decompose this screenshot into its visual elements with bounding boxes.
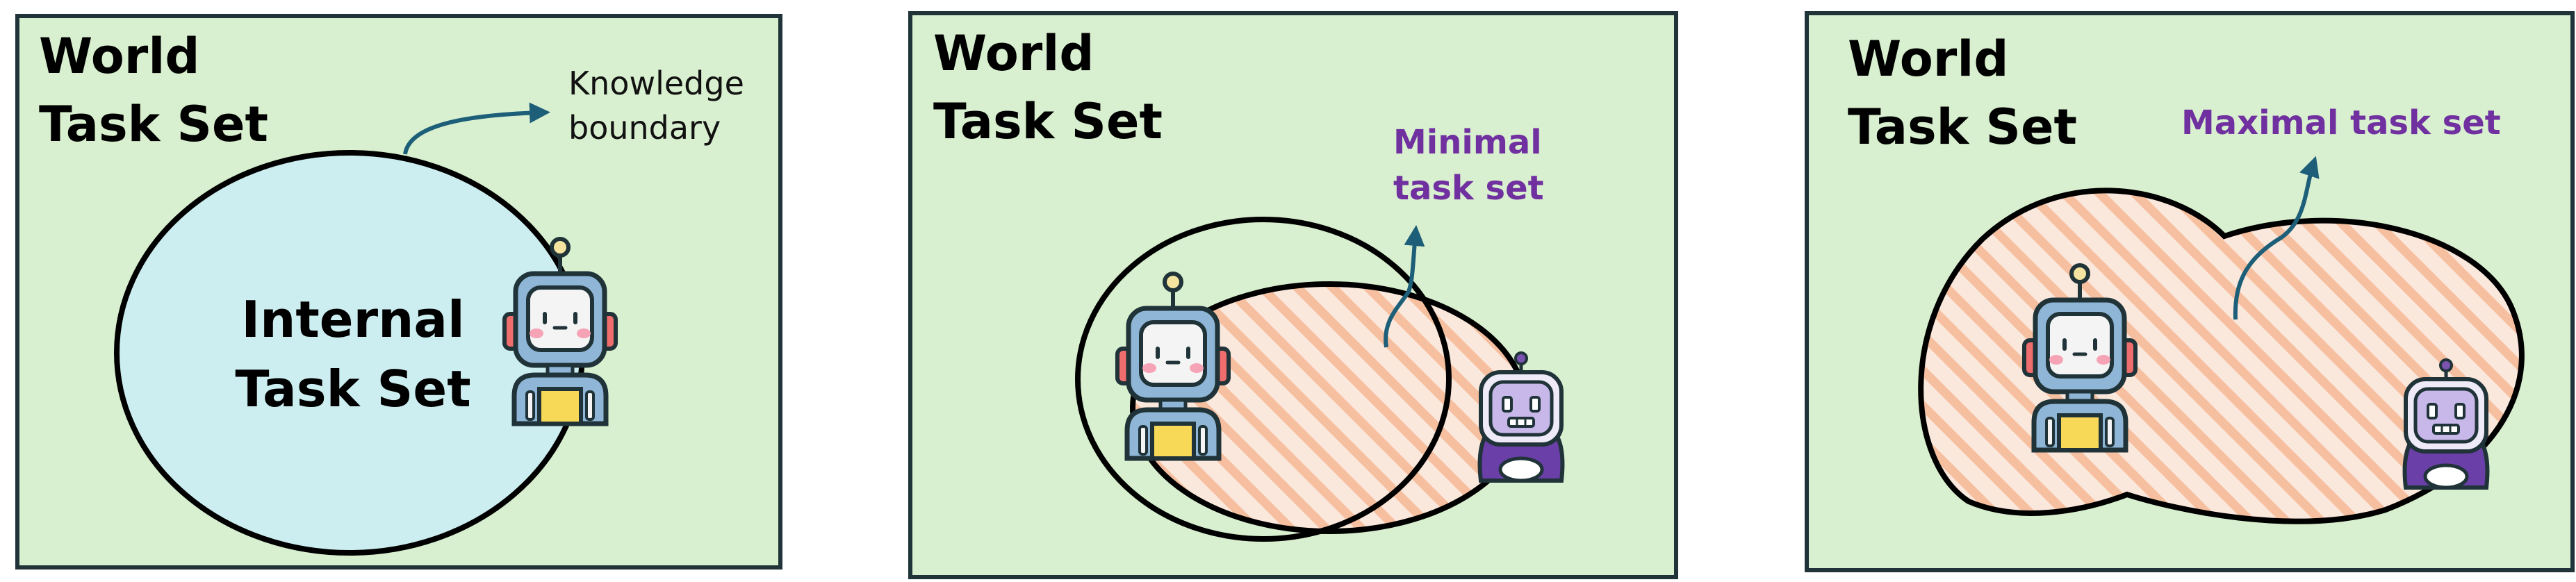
internal-task-set-ellipse [1075, 217, 1452, 542]
purple-robot-icon [1480, 353, 1563, 481]
robot-icon [1117, 274, 1229, 458]
knowledge-boundary-label: Knowledge boundary [568, 65, 744, 147]
world-task-set-panel-3: World Task Set Maximal task set [1805, 11, 2575, 572]
world-task-set-panel-2: World Task Set Minimal task set [908, 11, 1678, 579]
internal-task-set-label: Internal Task Set [235, 290, 471, 418]
world-task-set-title: World Task Set [933, 25, 1163, 150]
minimal-task-set-arrow [1384, 225, 1425, 348]
world-task-set-title: World Task Set [39, 28, 268, 153]
purple-robot-icon [2405, 360, 2488, 488]
minimal-task-set-label: Minimal task set [1393, 123, 1544, 208]
panel-3-diagram [1918, 156, 2525, 524]
maximal-task-set-arrow [2233, 156, 2320, 320]
world-task-set-panel-1: World Task Set Internal Task Set Knowled… [15, 14, 782, 569]
knowledge-boundary-arrow [403, 102, 550, 155]
panel-1-diagram [114, 102, 778, 556]
panel-2-diagram [1075, 217, 1674, 542]
maximal-task-set-label: Maximal task set [2181, 103, 2501, 142]
world-task-set-title: World Task Set [1848, 31, 2077, 156]
